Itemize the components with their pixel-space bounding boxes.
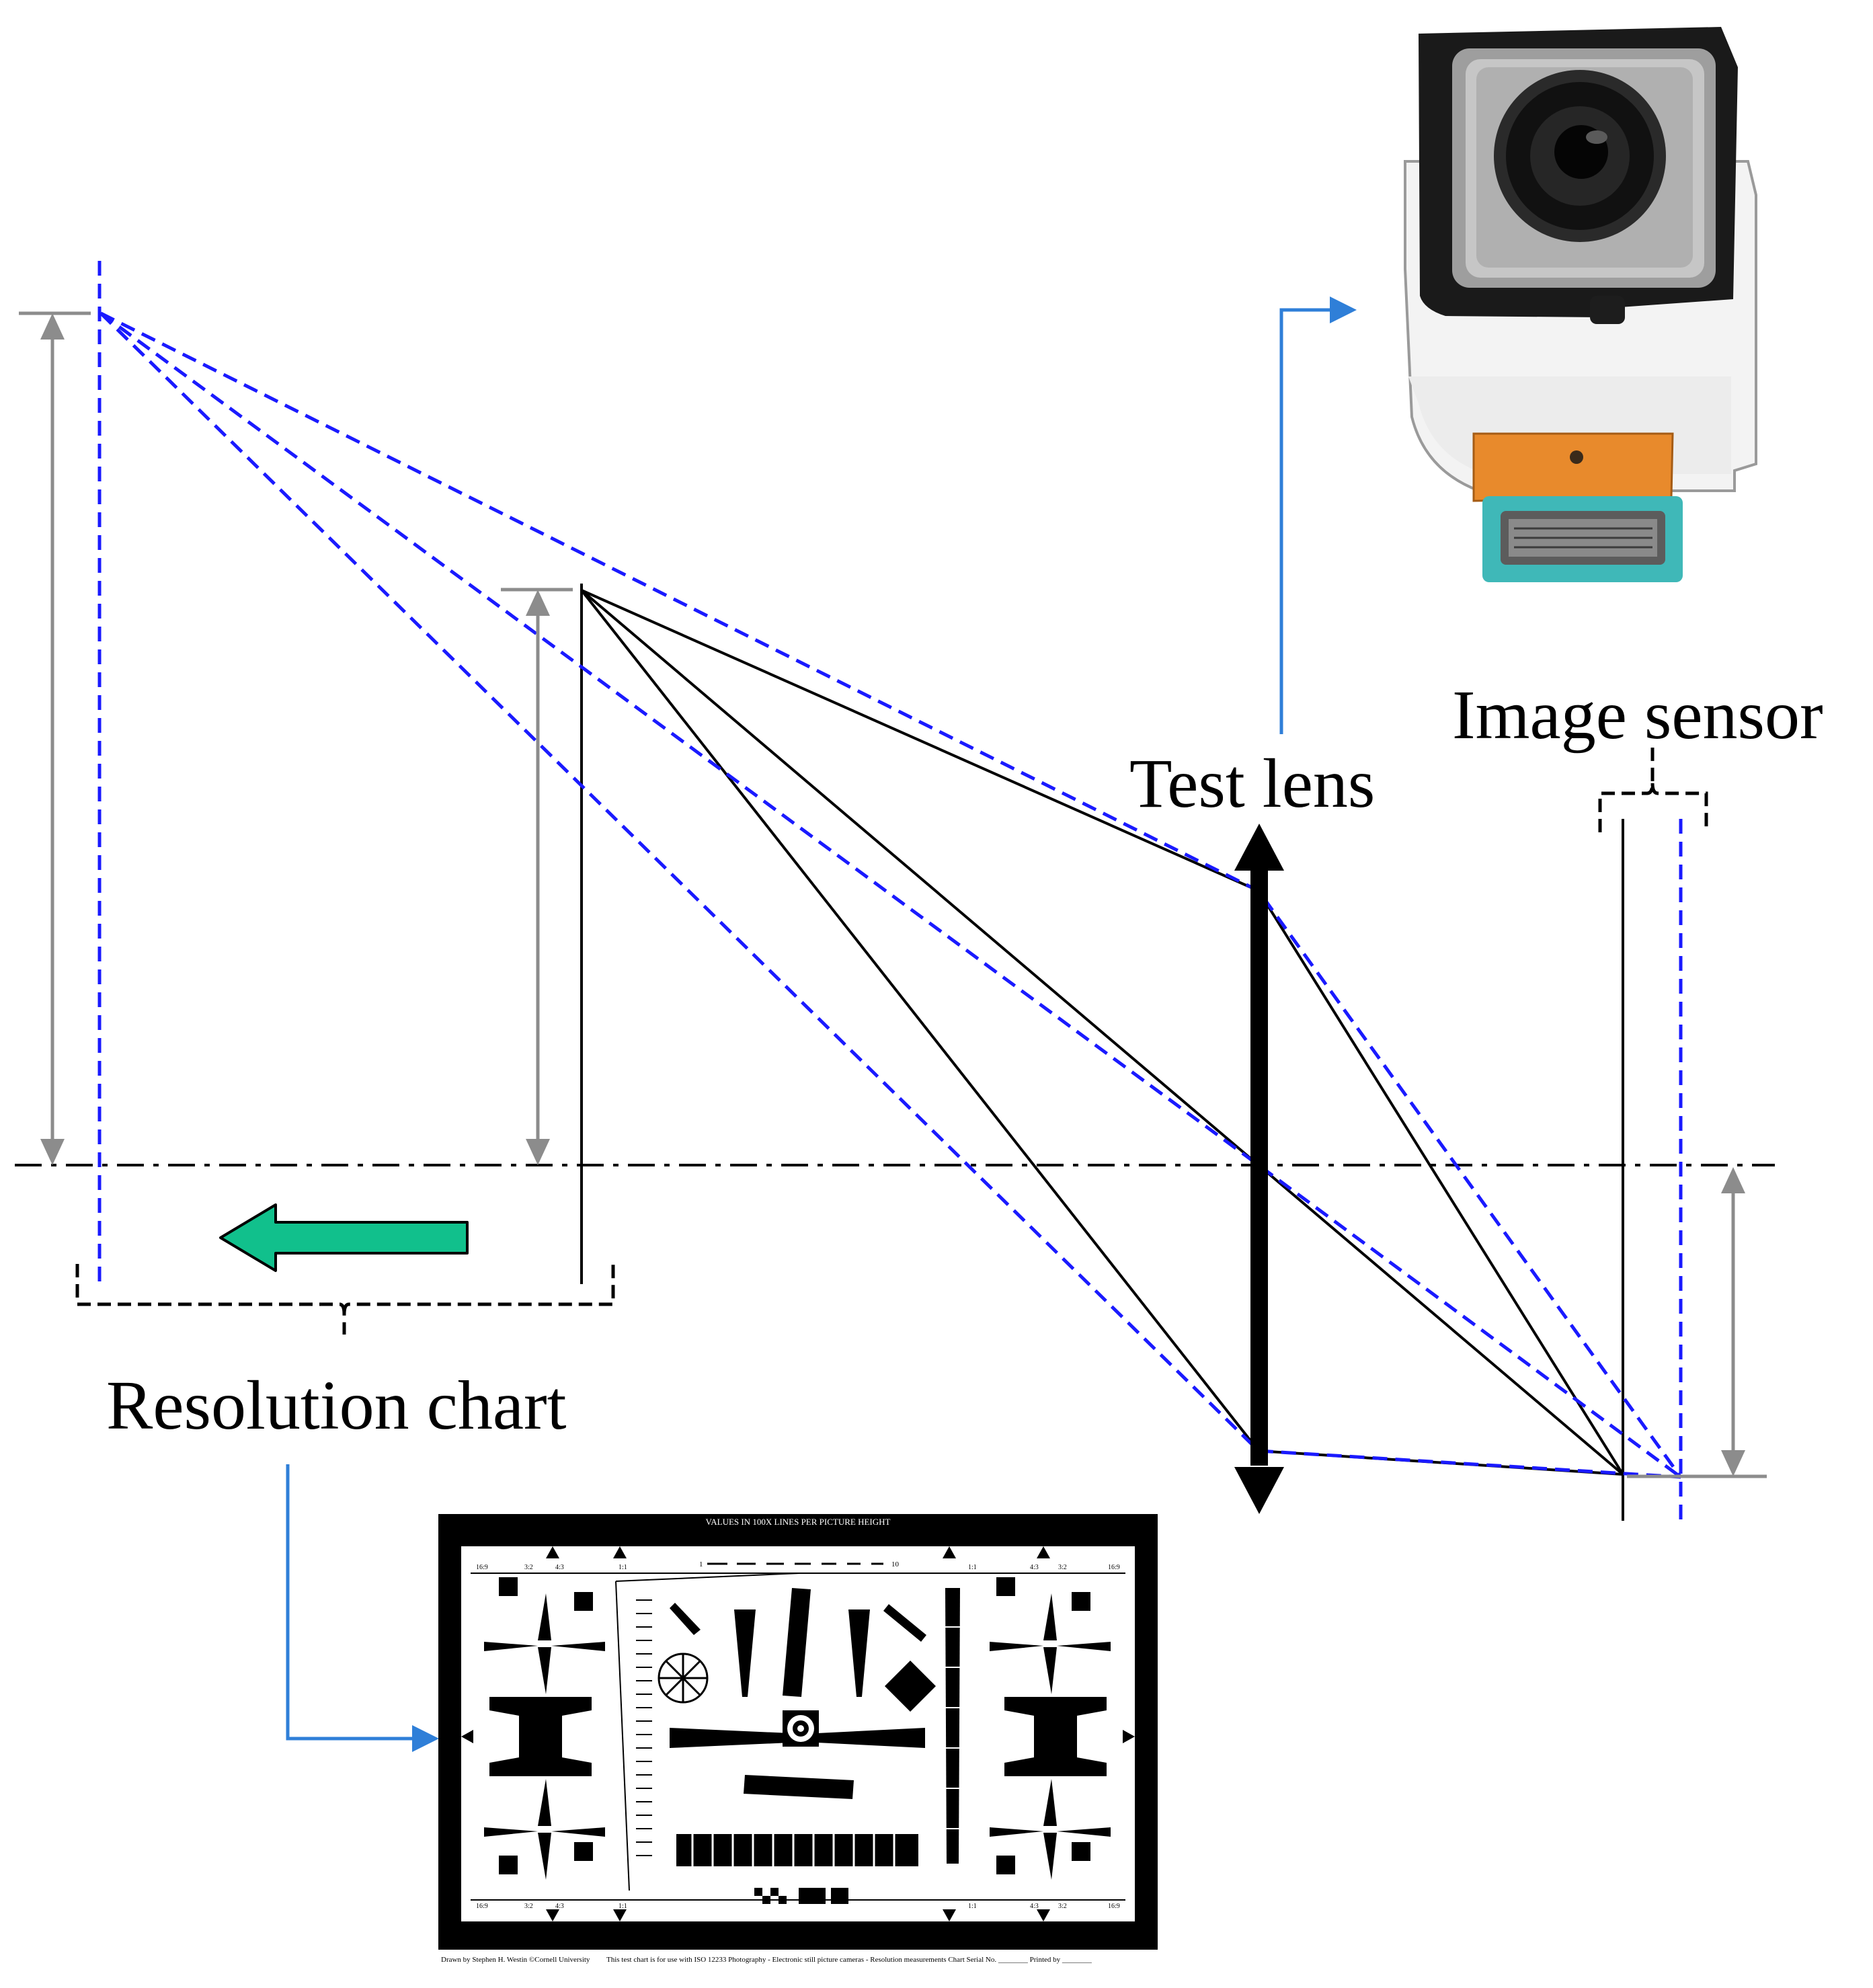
camera-module-image <box>1404 27 1757 582</box>
object-height-far <box>19 311 91 1165</box>
chart-scale-start: 1 <box>699 1560 703 1568</box>
test-lens <box>1234 824 1284 1514</box>
resolution-chart-brace <box>75 1264 615 1335</box>
chart-footer-left: Drawn by Stephen H. Westin ©Cornell Univ… <box>441 1956 590 1964</box>
aspect-label: 1:1 <box>968 1903 977 1910</box>
aspect-label: 4:3 <box>1030 1564 1039 1571</box>
image-height <box>1627 1167 1767 1478</box>
aspect-label: 16:9 <box>1108 1903 1120 1910</box>
image-sensor-brace <box>1598 748 1708 832</box>
resolution-chart-label: Resolution chart <box>106 1367 567 1444</box>
aspect-label: 3:2 <box>524 1564 533 1571</box>
spoke-wheel <box>657 1653 709 1704</box>
aspect-label: 4:3 <box>555 1903 564 1910</box>
chart-movement-arrow <box>219 1203 469 1272</box>
object-height-near <box>501 588 573 1165</box>
aspect-label: 1:1 <box>619 1903 627 1910</box>
aspect-label: 3:2 <box>1058 1903 1067 1910</box>
test-lens-label: Test lens <box>1129 745 1375 822</box>
resolution-chart-image: VALUES IN 100X LINES PER PICTURE HEIGHT … <box>438 1514 1158 1964</box>
dashed-ray-group <box>99 311 1683 1479</box>
image-sensor-label: Image sensor <box>1452 676 1823 754</box>
chart-scale-end: 10 <box>891 1560 900 1568</box>
aspect-label: 1:1 <box>968 1564 977 1571</box>
aspect-label: 3:2 <box>1058 1564 1067 1571</box>
dashed-ray-lower <box>99 312 1681 1479</box>
chart-callout-arrow <box>286 1464 439 1752</box>
aspect-label: 4:3 <box>1030 1903 1039 1910</box>
aspect-label: 1:1 <box>619 1564 627 1571</box>
aspect-label: 4:3 <box>555 1564 564 1571</box>
chart-footer-right: This test chart is for use with ISO 1223… <box>606 1956 1092 1964</box>
aspect-label: 3:2 <box>524 1903 533 1910</box>
dashed-ray-center <box>99 311 1682 1479</box>
chart-header: VALUES IN 100X LINES PER PICTURE HEIGHT <box>706 1517 891 1527</box>
aspect-label: 16:9 <box>476 1564 488 1571</box>
dashed-ray-upper <box>99 311 1683 1478</box>
aspect-label: 16:9 <box>1108 1564 1120 1571</box>
aspect-label: 16:9 <box>476 1903 488 1910</box>
camera-callout-arrow <box>1279 296 1357 734</box>
